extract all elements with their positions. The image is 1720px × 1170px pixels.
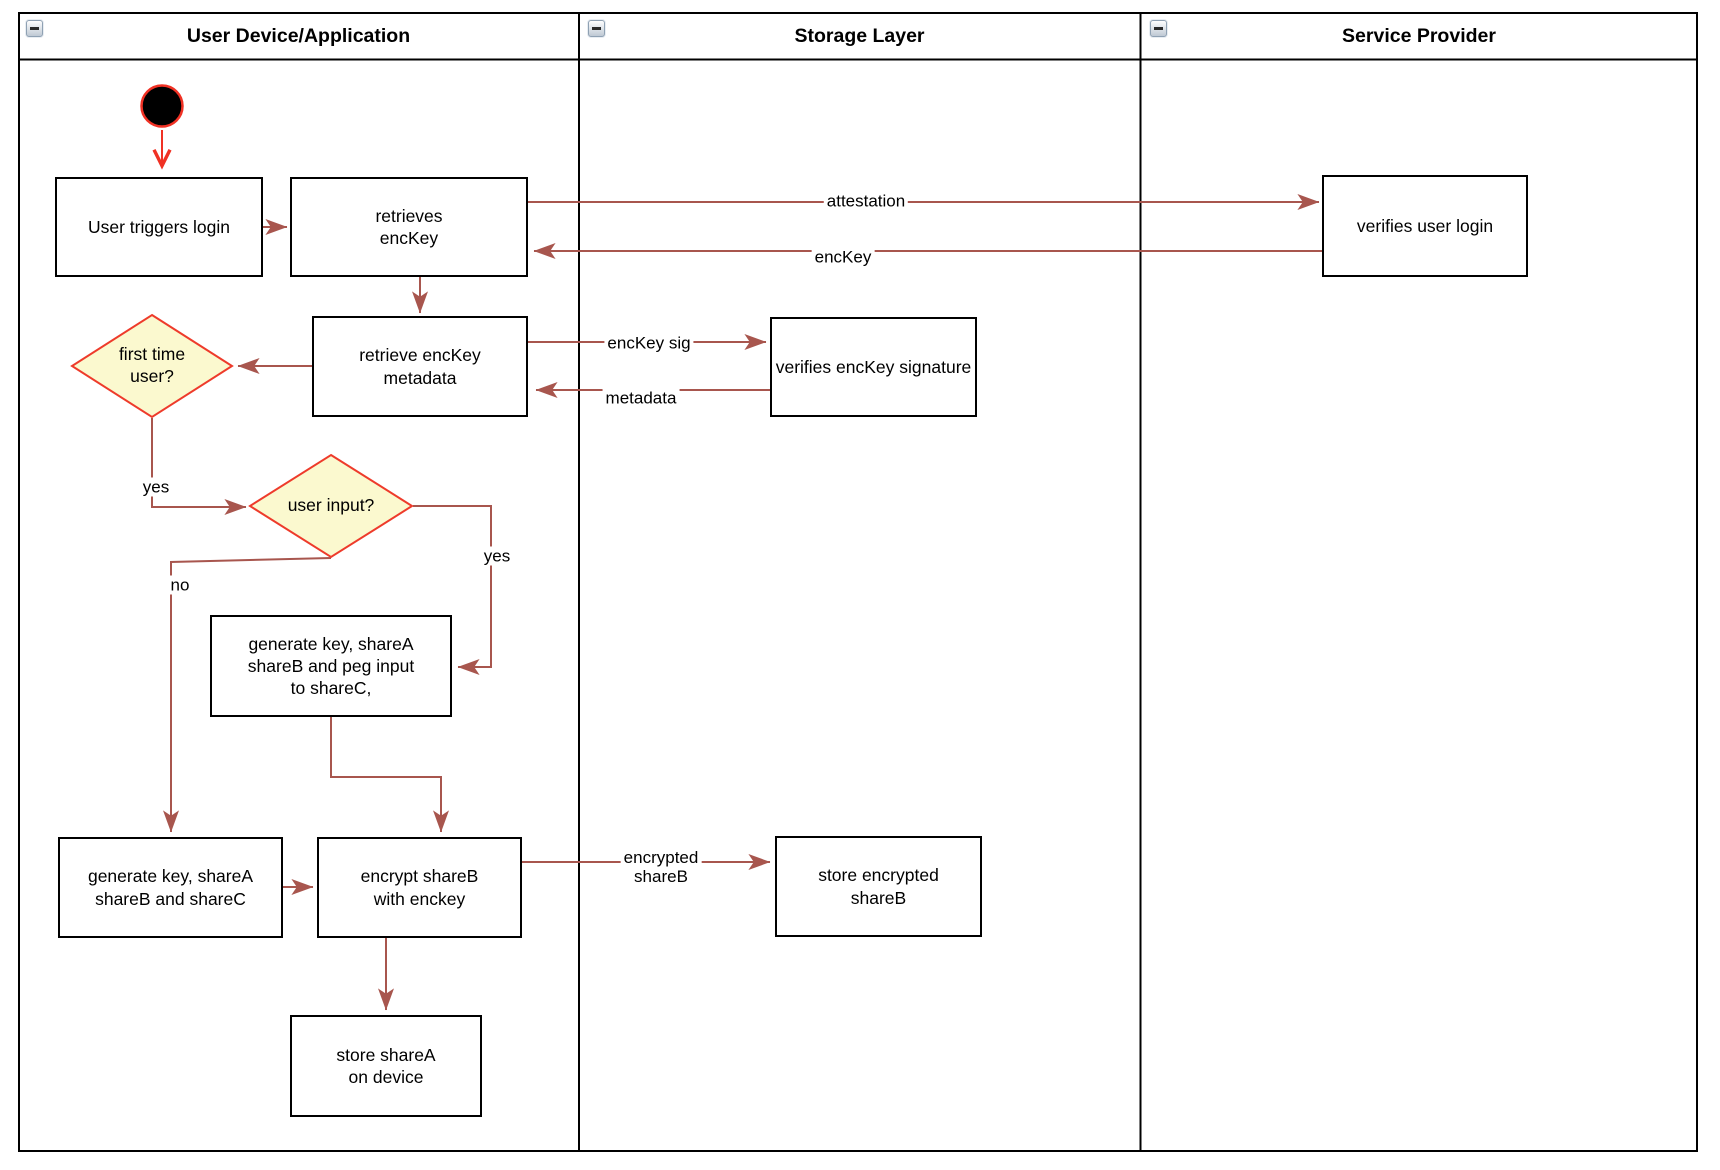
node-label: generate key, shareA shareB and peg inpu… — [247, 633, 415, 699]
decision-user-input[interactable] — [248, 453, 414, 559]
edge-label-yes-first-time: yes — [139, 477, 173, 497]
edge-label-text: encKey sig — [607, 333, 691, 353]
edge-label-text: encrypted shareB — [623, 847, 699, 886]
node-label: verifies encKey signature — [775, 356, 972, 377]
swimlane-pool — [18, 12, 1698, 1152]
node-store-encrypted-shareb[interactable]: store encrypted shareB — [775, 836, 982, 937]
node-label: store shareA on device — [336, 1044, 436, 1087]
decision-user-input-label: user input? — [261, 481, 401, 531]
start-node[interactable] — [140, 84, 184, 128]
decision-first-time-user[interactable] — [70, 313, 234, 419]
node-label: verifies user login — [1356, 215, 1494, 236]
node-retrieve-enckey-metadata[interactable]: retrieve encKey metadata — [312, 316, 528, 417]
collapse-icon[interactable] — [26, 20, 43, 37]
edge-label-encrypted-shareb: encrypted shareB — [620, 847, 702, 887]
edge-peg-to-encrypt — [330, 717, 449, 833]
edge-label-text: no — [170, 575, 190, 595]
edge-userinput-yes — [413, 505, 492, 675]
node-label: first time user? — [118, 344, 186, 386]
node-retrieves-enckey[interactable]: retrieves encKey — [290, 177, 528, 277]
node-label: encrypt shareB with enckey — [360, 866, 479, 909]
edge-userinput-no — [163, 557, 332, 833]
node-label: generate key, shareA shareB and shareC — [87, 866, 254, 909]
node-user-triggers-login[interactable]: User triggers login — [55, 177, 263, 277]
lane-title-user-device: User Device/Application — [186, 25, 411, 47]
lane-title-service-provider: Service Provider — [1342, 25, 1496, 47]
collapse-icon[interactable] — [1150, 20, 1167, 37]
node-label: store encrypted shareB — [818, 865, 939, 908]
collapse-icon[interactable] — [588, 20, 605, 37]
node-generate-key-peg-input[interactable]: generate key, shareA shareB and peg inpu… — [210, 615, 452, 717]
edge-label-attestation: attestation — [823, 191, 909, 211]
edge-label-text: attestation — [826, 191, 906, 211]
edge-label-enckey-sig: encKey sig — [604, 333, 694, 353]
node-generate-key-sharec[interactable]: generate key, shareA shareB and shareC — [58, 837, 283, 938]
node-label: user input? — [287, 495, 375, 516]
edge-label-metadata: metadata — [602, 388, 680, 408]
edge-firsttime-yes — [151, 418, 247, 515]
edge-label-no-user-input: no — [167, 575, 193, 595]
edge-label-text: encKey — [814, 247, 872, 267]
edge-label-text: metadata — [605, 388, 677, 408]
edge-label-enckey: encKey — [811, 247, 875, 267]
node-store-sharea[interactable]: store shareA on device — [290, 1015, 482, 1117]
decision-first-time-user-label: first time user? — [82, 330, 222, 402]
node-label: User triggers login — [88, 216, 230, 237]
node-label: retrieves encKey — [375, 205, 443, 248]
edge-label-text: yes — [483, 546, 511, 566]
node-verifies-enckey-signature[interactable]: verifies encKey signature — [770, 317, 977, 417]
edge-label-text: yes — [142, 477, 170, 497]
node-label: retrieve encKey metadata — [359, 345, 481, 388]
lane-title-storage-layer: Storage Layer — [794, 25, 925, 47]
node-encrypt-shareb[interactable]: encrypt shareB with enckey — [317, 837, 522, 938]
node-verifies-user-login[interactable]: verifies user login — [1322, 175, 1528, 277]
edge-label-yes-user-input: yes — [480, 546, 514, 566]
